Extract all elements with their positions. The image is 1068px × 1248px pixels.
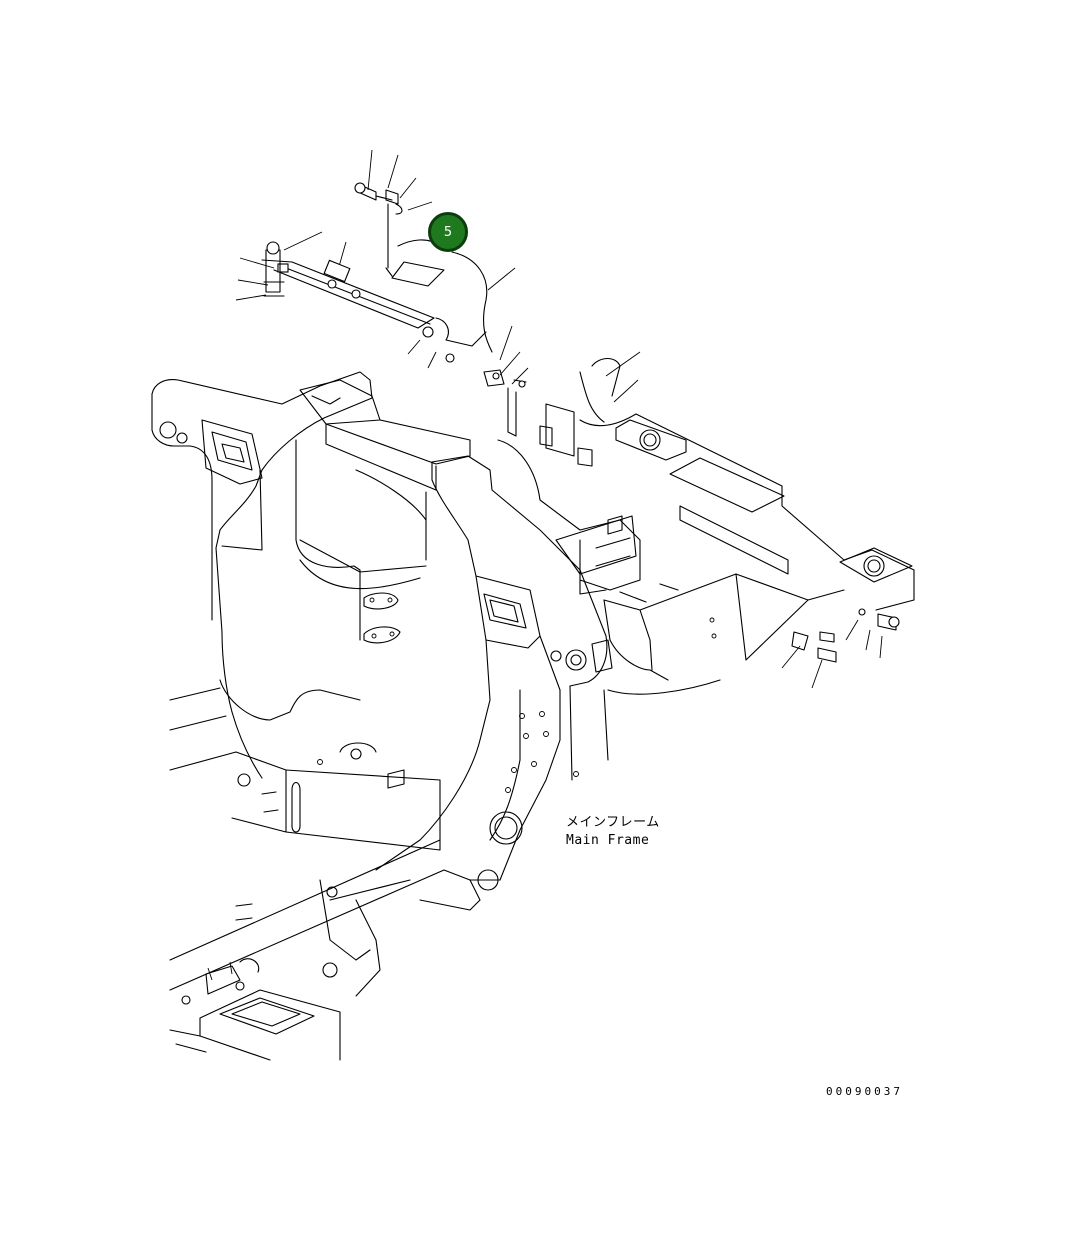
- main-frame-body: [151, 371, 915, 1061]
- part-callout-marker[interactable]: 5: [428, 212, 468, 252]
- part-callout-number: 5: [443, 224, 453, 240]
- main-frame-label-japanese: メインフレーム: [566, 815, 660, 830]
- harness-assembly: [235, 149, 641, 467]
- drawing-number: 00090037: [826, 1085, 903, 1098]
- main-frame-label: メインフレーム Main Frame: [566, 814, 660, 850]
- main-frame-label-english: Main Frame: [566, 833, 650, 848]
